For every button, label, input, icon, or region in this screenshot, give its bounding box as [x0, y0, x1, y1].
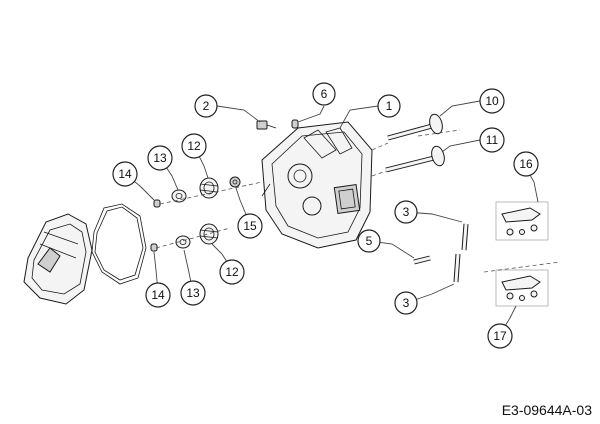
callout-15: 15: [237, 213, 263, 239]
svg-text:5: 5: [366, 234, 373, 248]
valve-keeper-upper: [153, 199, 161, 208]
bolt: [256, 120, 277, 130]
svg-text:13: 13: [186, 286, 200, 300]
svg-text:13: 13: [153, 151, 167, 165]
svg-text:10: 10: [485, 94, 499, 108]
svg-text:15: 15: [243, 219, 257, 233]
valve-stem-seal: [229, 176, 241, 188]
valve-spring-upper: [199, 177, 219, 199]
callout-3-lower: 3: [394, 291, 418, 315]
callout-1: 1: [377, 94, 401, 118]
valve-keeper-lower: [150, 243, 158, 252]
svg-text:17: 17: [493, 329, 507, 343]
svg-text:6: 6: [321, 87, 328, 101]
callout-2: 2: [194, 94, 218, 118]
callout-17: 17: [487, 323, 513, 349]
callout-6: 6: [312, 82, 336, 106]
callout-13-upper: 13: [147, 145, 173, 171]
callout-3-upper: 3: [394, 200, 418, 224]
callout-12-lower: 12: [219, 259, 245, 285]
spring-retainer-upper: [171, 189, 187, 203]
valve-cover: [23, 213, 93, 305]
push-rod-lower: [453, 253, 461, 283]
rocker-pin: [413, 255, 431, 265]
valve-spring-lower: [199, 223, 219, 245]
svg-text:1: 1: [386, 99, 393, 113]
valve-cover-gasket: [91, 203, 147, 285]
svg-text:16: 16: [519, 157, 533, 171]
svg-text:3: 3: [403, 205, 410, 219]
intake-valve: [385, 145, 445, 173]
svg-text:14: 14: [118, 167, 132, 181]
callout-16: 16: [513, 151, 539, 177]
push-rod-upper: [461, 223, 469, 251]
callout-12-upper: 12: [181, 133, 207, 159]
rocker-arm-kit-upper: [495, 201, 549, 241]
diagram-reference-code: E3-09644A-03: [501, 402, 592, 418]
spring-retainer-lower: [175, 235, 191, 249]
svg-text:2: 2: [203, 99, 210, 113]
svg-text:14: 14: [151, 288, 165, 302]
cylinder-head: [261, 121, 373, 249]
svg-text:12: 12: [225, 265, 239, 279]
rocker-arm-kit-lower: [495, 269, 549, 307]
exhaust-valve: [387, 113, 443, 141]
svg-text:3: 3: [403, 296, 410, 310]
callout-10: 10: [479, 88, 505, 114]
dowel-pin: [291, 119, 299, 129]
callout-5: 5: [357, 229, 381, 253]
callout-13-lower: 13: [180, 280, 206, 306]
callout-11: 11: [479, 127, 505, 153]
svg-text:11: 11: [486, 133, 499, 147]
callout-14-upper: 14: [112, 161, 138, 187]
svg-text:12: 12: [187, 139, 201, 153]
callout-14-lower: 14: [145, 282, 171, 308]
